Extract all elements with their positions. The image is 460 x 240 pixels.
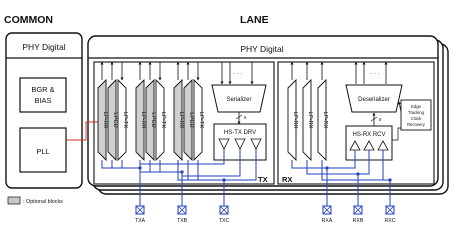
pin-txc-label: TXC [219, 218, 230, 224]
common-heading: COMMON [4, 14, 53, 26]
rx-lp-rx-block-3 [317, 78, 327, 162]
tx-lane-group-3: LP-RX LPCD LP-TX [173, 78, 204, 162]
ser-dots: · · · [233, 71, 242, 77]
lpcd-block [183, 78, 193, 162]
deser-bus-slash [370, 116, 378, 122]
rx-label: RX [282, 175, 292, 184]
lp-tx-label: LP-TX [198, 112, 204, 129]
lpcd-label: LPCD [112, 112, 118, 127]
deserializer-label: Deserializer [358, 97, 390, 103]
cdr-label-line4: Recovery [407, 122, 426, 127]
ser-bus-slash [235, 114, 243, 120]
lane-phy-digital-label: PHY Digital [240, 44, 283, 54]
tx-lane-group-2: LP-RX LPCD LP-TX [135, 78, 166, 162]
wire-junctions [138, 166, 392, 182]
lp-rx-label: LP-RX [102, 111, 108, 128]
rx-lp-rx-label-3: LP-RX [322, 111, 328, 128]
hs-tx-drv-label: HS-TX DRV [224, 130, 256, 136]
lp-tx-block [117, 78, 127, 162]
tx-lp-arrows [100, 61, 200, 81]
pin-rxc-label: RXC [385, 218, 396, 224]
pll-block [19, 127, 67, 173]
pin-txb-label: TXB [177, 218, 188, 224]
cdr-to-deser-arrow [398, 101, 402, 113]
tx-panel [93, 61, 275, 185]
ser-bus-width: 8 [244, 115, 247, 120]
common-phy-digital-label: PHY Digital [22, 42, 65, 52]
pin-txa-label: TXA [135, 218, 146, 224]
lp-rx-block [97, 78, 107, 162]
deserializer-block [345, 84, 403, 113]
pin-txc: TXC [219, 205, 230, 224]
pin-rxa: RXA [322, 205, 333, 224]
lp-rx-block [135, 78, 145, 162]
rx-pin-wiring [291, 150, 391, 208]
bgr-label-line2: BIAS [34, 96, 51, 105]
rx-lp-rx-label-2: LP-RX [307, 111, 313, 128]
legend-text: : Optional blocks [23, 199, 63, 205]
rcv-to-cdr-wire [392, 127, 401, 141]
pll-label: PLL [36, 147, 49, 156]
lpcd-label: LPCD [188, 112, 194, 127]
pin-rxa-label: RXA [322, 218, 333, 224]
lp-tx-label: LP-TX [122, 112, 128, 129]
lp-rx-block [173, 78, 183, 162]
pin-rxb: RXB [353, 205, 364, 224]
cdr-label-line3: Clock [411, 116, 422, 121]
deser-bus-width: 8 [379, 117, 382, 122]
tx-label: TX [258, 175, 268, 184]
lp-tx-block [155, 78, 165, 162]
tx-pin-wiring [101, 149, 257, 208]
bgr-label-line1: BGR & [31, 85, 54, 94]
cdr-block [400, 99, 432, 131]
rx-lp-rx-label-1: LP-RX [292, 111, 298, 128]
lp-rx-label: LP-RX [178, 111, 184, 128]
lp-tx-label: LP-TX [160, 112, 166, 129]
pin-rxc: RXC [385, 205, 396, 224]
lpcd-block [145, 78, 155, 162]
serializer-block [211, 84, 267, 113]
pin-txa: TXA [135, 205, 146, 224]
rx-lp-rx-block-2 [302, 78, 312, 162]
rx-lp-arrows [290, 61, 324, 80]
tx-lane-group-1: LP-RX LPCD LP-TX [97, 78, 128, 162]
serializer-label: Serializer [226, 97, 251, 103]
pin-rxb-label: RXB [353, 218, 364, 224]
tx-driver-1 [218, 138, 230, 150]
cdr-label-line1: Edge [411, 104, 421, 109]
legend-swatch [7, 196, 21, 205]
pll-clock-wire [66, 121, 100, 141]
lpcd-label: LPCD [150, 112, 156, 127]
tx-driver-3 [250, 138, 262, 150]
cdr-label-line2: Tracking [408, 110, 425, 115]
lp-rx-label: LP-RX [140, 111, 146, 128]
tx-driver-2 [234, 138, 246, 150]
lane-heading: LANE [240, 14, 269, 26]
phy-block-diagram: COMMON LANE PHY Digital BGR & BIAS PLL P… [4, 14, 449, 224]
rx-lp-rx-block-1 [287, 78, 297, 162]
lpcd-block [107, 78, 117, 162]
pin-txb: TXB [177, 205, 188, 224]
hs-rx-rcv-label: HS-RX RCV [352, 132, 385, 138]
bgr-bias-block [19, 77, 67, 113]
deser-dots: · · · [370, 71, 379, 77]
diagram-stage: COMMON LANE PHY Digital BGR & BIAS PLL P… [4, 14, 449, 224]
rx-lp-rx-group: LP-RX LP-RX LP-RX [287, 78, 328, 162]
lp-tx-block [193, 78, 203, 162]
